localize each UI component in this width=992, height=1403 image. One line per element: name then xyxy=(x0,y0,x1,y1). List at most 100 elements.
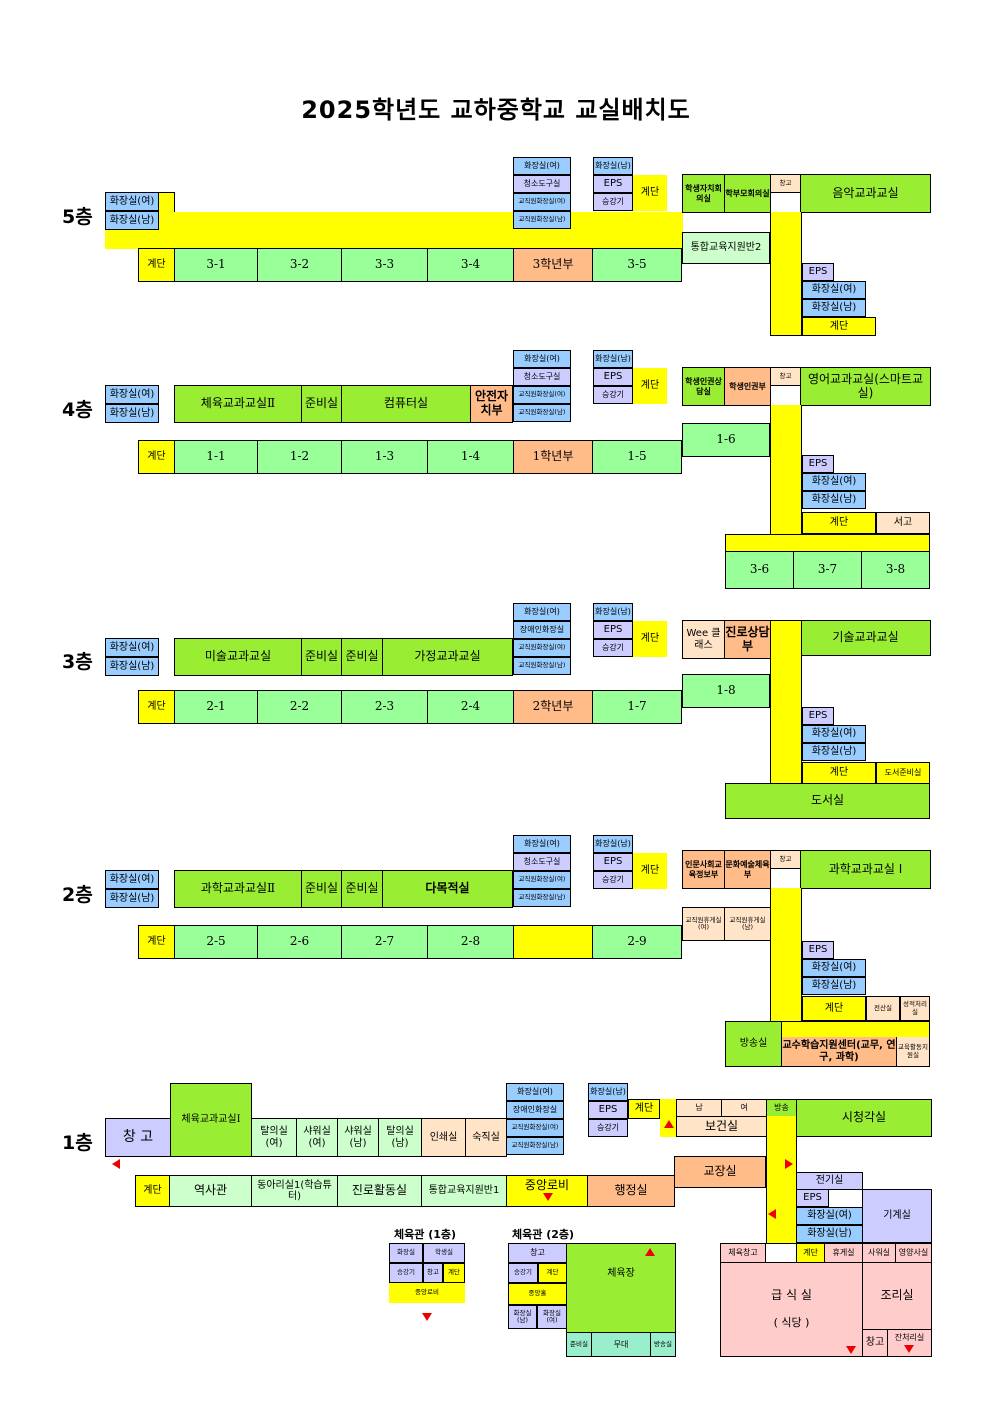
classroom: 3-5 xyxy=(592,248,682,282)
staff-rest-room: 휴게실 xyxy=(824,1243,863,1263)
grading-room: 성적처리실 xyxy=(900,996,930,1021)
eps-room: EPS xyxy=(796,1189,829,1207)
classroom: 3-4 xyxy=(427,248,514,282)
restroom-f: 화장실(여) xyxy=(802,281,866,299)
gym2-elevator: 승강기 xyxy=(508,1263,538,1283)
classroom: 2-3 xyxy=(341,690,428,724)
eps-room: EPS xyxy=(593,853,633,871)
restroom-f: 화장실(여) xyxy=(513,835,571,853)
pe-room-2: 체육교과교실Ⅱ xyxy=(174,385,302,423)
multipurpose-room: 다목적실 xyxy=(382,870,513,908)
nurse-room-m: 남 xyxy=(676,1099,722,1117)
gym1-office: 학생실 xyxy=(423,1243,465,1263)
restroom-f: 화장실(여) xyxy=(105,192,159,211)
stairs-west: 계단 xyxy=(138,248,175,282)
corridor-main xyxy=(138,212,683,249)
english-room: 영어교과교실(스마트교실) xyxy=(800,367,931,406)
culture-office: 문화예술체육부 xyxy=(724,850,771,889)
gym2-storage: 창고 xyxy=(508,1243,567,1263)
changing-room-f: 탈의실(여) xyxy=(251,1118,297,1157)
classroom: 1-5 xyxy=(592,440,682,474)
computer-room: 전산실 xyxy=(866,996,900,1021)
classroom: 3-7 xyxy=(793,551,862,589)
stairs-east: 계단 xyxy=(802,512,876,534)
av-room: 시청각실 xyxy=(796,1099,932,1137)
disabled-restroom: 장애인화장실 xyxy=(513,621,571,639)
gym1-storage: 창고 xyxy=(423,1263,443,1283)
restroom-m: 화장실(남) xyxy=(105,211,159,230)
arrow-up-icon xyxy=(645,1248,655,1256)
gym1-toilet: 화장실 xyxy=(389,1243,423,1263)
restroom-f: 화장실(여) xyxy=(513,603,571,621)
eps-room: EPS xyxy=(802,707,834,725)
corridor-annex xyxy=(725,534,930,552)
restroom-m: 화장실(남) xyxy=(105,889,159,908)
arrow-down-icon xyxy=(904,1345,914,1353)
restroom-f: 화장실(여) xyxy=(802,959,866,977)
lobby-label: 중앙로비 xyxy=(524,1178,570,1193)
elevator: 승강기 xyxy=(593,871,633,889)
history-hall: 역사관 xyxy=(169,1175,252,1207)
tech-room: 기술교과교실 xyxy=(800,620,931,656)
library: 도서실 xyxy=(725,783,930,819)
staff-restroom-f: 교직원화장실(여) xyxy=(513,386,571,404)
nurse-office: 보건실 xyxy=(676,1116,767,1137)
classroom: 1-1 xyxy=(174,440,258,474)
cafeteria-label: 급 식 실 xyxy=(771,1288,812,1303)
gym2-broadcast: 방송실 xyxy=(650,1332,676,1357)
page-title: 2025학년도 교하중학교 교실배치도 xyxy=(301,96,691,124)
music-room: 음악교과교실 xyxy=(800,174,931,213)
gym2-caption: 체육관 (2층) xyxy=(512,1228,575,1241)
classroom: 3-8 xyxy=(861,551,930,589)
corridor-east xyxy=(766,1116,797,1244)
eps-room: EPS xyxy=(593,175,633,193)
staff-restroom-m: 교직원화장실(남) xyxy=(513,657,571,675)
art-room: 미술교과교실 xyxy=(174,638,302,676)
restroom-m: 화장실(남) xyxy=(802,743,866,761)
stairs-east: 계단 xyxy=(802,996,866,1021)
gym2-stairs: 계단 xyxy=(538,1263,567,1283)
admin-office: 행정실 xyxy=(587,1175,675,1207)
restroom-m: 화장실(남) xyxy=(105,657,159,676)
corridor-annex xyxy=(781,1021,930,1037)
classroom: 2-7 xyxy=(341,925,428,959)
principal-office: 교장실 xyxy=(674,1156,766,1188)
cleaning-room: 청소도구실 xyxy=(513,175,571,193)
corridor-east xyxy=(770,620,802,786)
shower-room-m: 샤워실(남) xyxy=(337,1118,379,1157)
floor-label-4: 4층 xyxy=(62,399,93,421)
gym-storage: 체육창고 xyxy=(720,1243,766,1263)
elevator: 승강기 xyxy=(588,1119,628,1137)
gym1-lobby: 중앙로비 xyxy=(389,1283,465,1303)
arrow-left-icon xyxy=(112,1159,120,1169)
library-prep: 도서준비실 xyxy=(876,762,930,784)
prep-room: 준비실 xyxy=(341,870,383,908)
arrow-down-icon xyxy=(543,1193,553,1201)
stairs-west: 계단 xyxy=(135,1175,170,1207)
corridor-east xyxy=(770,212,802,336)
classroom: 3-3 xyxy=(341,248,428,282)
gym2-prep: 준비실 xyxy=(566,1332,592,1357)
prep-room: 준비실 xyxy=(301,638,342,676)
staff-restroom-f: 교직원화장실(여) xyxy=(506,1119,564,1137)
rights-office: 학생인권부 xyxy=(724,367,771,406)
staff-restroom-m: 교직원화장실(남) xyxy=(513,211,571,229)
corridor-center-2 xyxy=(588,1137,768,1157)
staff-restroom-m: 교직원화장실(남) xyxy=(513,404,571,422)
stairs-west: 계단 xyxy=(138,440,175,474)
disabled-restroom: 장애인화장실 xyxy=(506,1101,564,1119)
science-room-2: 과학교과교실Ⅱ xyxy=(174,870,302,908)
classroom: 3-2 xyxy=(257,248,342,282)
grade-office: 2학년부 xyxy=(513,690,593,724)
restroom-m: 화장실(남) xyxy=(105,404,159,423)
grade-office: 1학년부 xyxy=(513,440,593,474)
classroom: 2-4 xyxy=(427,690,514,724)
floor-label-5: 5층 xyxy=(62,206,93,228)
computer-room: 컴퓨터실 xyxy=(341,385,471,423)
eps-room: EPS xyxy=(802,455,834,473)
restroom-m: 화장실(남) xyxy=(593,157,633,175)
classroom: 2-2 xyxy=(257,690,342,724)
floor-label-1: 1층 xyxy=(62,1132,93,1154)
restroom-m: 화장실(남) xyxy=(796,1225,863,1243)
stairs-west: 계단 xyxy=(138,925,175,959)
